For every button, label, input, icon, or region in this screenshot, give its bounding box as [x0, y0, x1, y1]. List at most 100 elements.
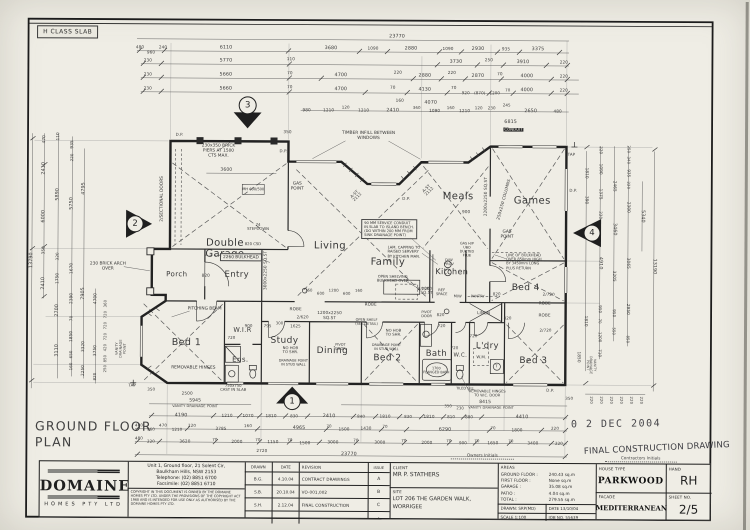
toilet [455, 365, 464, 371]
dim-label: 120 [341, 104, 350, 110]
hand-sheet-box: HAND RH SHEET NO. 2/5 [665, 465, 712, 522]
section-marker-3: 3 [244, 100, 251, 111]
dim-label: 4700 [334, 73, 348, 79]
dim-label: 420 [102, 343, 108, 352]
downpipe-label: D.P. [546, 387, 555, 393]
door-size-label: 2/720 [542, 291, 555, 297]
address-line: Facsimile: (02) 8851 6710 [156, 481, 216, 487]
dim-label: 6290 [438, 427, 452, 433]
robe-label: ROBE [364, 301, 377, 307]
room-label-ensuite: Ens. [232, 355, 249, 364]
dim-label: 13790 [29, 252, 35, 269]
note-brick-arch: 230 BRICK ARCH OVER [89, 261, 126, 272]
dim-label: 70 [490, 425, 496, 431]
dim-label: 5945 [189, 398, 202, 404]
dim-label: 2870 [471, 73, 485, 79]
dim-label: 935 [69, 140, 75, 149]
site-value: LOT 206 THE GARDEN WALK, WORRIGEE [392, 496, 472, 510]
dim-label: 5770 [219, 58, 233, 64]
note-cast-in-slab: 750x750 CAST IN SLAB [220, 382, 247, 393]
dim-label: 1090 [367, 45, 379, 51]
dim-label: 5660 [219, 86, 233, 92]
owners-initials-line: Owners Initials [450, 452, 514, 460]
house-type-value: PARKWOOD [597, 476, 664, 487]
note-drainage-point-2: DRAINAGE POINT IN STUD WALL [371, 342, 402, 352]
dim-label: 220 [188, 422, 197, 428]
dim-label: 360 [102, 299, 108, 308]
dim-label: 3750 [92, 344, 98, 357]
dim-label: 220 [559, 59, 569, 65]
dim-label: 3065 [626, 257, 632, 269]
dim-label: 70 [597, 318, 603, 324]
shower [224, 345, 241, 363]
dim-label: 70 [382, 423, 388, 429]
ensuite-toilet [248, 364, 257, 371]
dim-label: 220 [551, 425, 559, 431]
door-size-label: 820 [201, 272, 210, 278]
dim-label: 2880 [404, 46, 418, 52]
tap-symbol [130, 142, 578, 386]
dim-label: 220 [619, 396, 625, 405]
dim-label: 4190 [174, 413, 188, 419]
facade-value: MEDITERRANEAN [595, 504, 668, 513]
dim-label: 220 [639, 396, 645, 405]
note-microwave: M/W [453, 294, 462, 299]
room-label-family: Family [370, 256, 406, 268]
dim-label: 70 [505, 87, 511, 93]
scale-value: SCALE 1:100 [500, 514, 527, 520]
room-label-bed4: Bed 4 [511, 282, 540, 294]
dim-label: 160 [446, 105, 455, 111]
bath-vanity [420, 323, 432, 347]
revision-date: 2.12.04 [271, 498, 300, 511]
dim-label: 70 [287, 70, 293, 76]
door-size-label: 820 [503, 315, 512, 321]
slab-class-label: H CLASS SLAB [43, 28, 93, 36]
dim-label: 220 [559, 73, 569, 79]
dim-label: 840 [357, 413, 366, 419]
dim-label: 2410 [41, 161, 47, 175]
dim-label: 950 [611, 309, 617, 318]
revision-drawn: S.B. [254, 488, 263, 494]
hand-value: RH [680, 473, 698, 488]
facade-label: FACADE [598, 494, 616, 500]
room-label-wc: W.C. [453, 352, 468, 359]
dim-label: 1810 [423, 413, 435, 419]
note-pitching-beam: PITCHING BEAM [187, 306, 222, 312]
dim-label: 4410 [515, 415, 529, 421]
dim-label: 4795 [81, 182, 87, 195]
dim-label: 2880 [418, 73, 432, 79]
door-size-label: 2/620 [296, 314, 309, 320]
dim-label: 1150 [267, 439, 279, 445]
copyright-text: COPYRIGHT IN THIS DOCUMENT IS OWNED BY T… [130, 489, 241, 507]
dim-label: 13190 [651, 258, 657, 275]
dim-label: 2410 [386, 108, 399, 114]
revision-date [271, 511, 300, 524]
dim-label: 1210 [171, 426, 183, 432]
area-value: None sq.m [548, 477, 572, 484]
dim-label: 3620 [179, 438, 191, 444]
dim-label: 1500 [338, 426, 350, 432]
door-size-label: 720 [469, 333, 478, 339]
note-bulkhead-2260: 2260 BULKHEAD [219, 253, 262, 262]
robe-label: ROBE [538, 312, 551, 318]
dim-label: 710 [597, 349, 603, 358]
dim-label: 110 [55, 132, 61, 141]
dim-label: 1650 [487, 440, 499, 446]
downpipe-label: D.P. [175, 131, 184, 137]
dim-label: 110 [286, 56, 296, 62]
note-fridge-space: REF SPACE [435, 288, 448, 297]
dim-label: 1810 [584, 167, 590, 179]
dim-label: 350 [147, 386, 156, 392]
dim-label: 2700 [54, 304, 60, 317]
room-label-kitchen: Kitchen [435, 267, 469, 277]
porch-column [146, 287, 155, 296]
room-label-porch: Porch [166, 270, 188, 279]
tub-label: T [495, 363, 498, 369]
dim-label: 220 [69, 153, 75, 162]
dim-label: 720 [102, 310, 108, 319]
dim-label: 3375 [531, 47, 545, 53]
dim-label: 160 [68, 362, 74, 371]
dim-label: 1200 [597, 331, 603, 343]
company-name: DOMAINE [39, 477, 131, 495]
